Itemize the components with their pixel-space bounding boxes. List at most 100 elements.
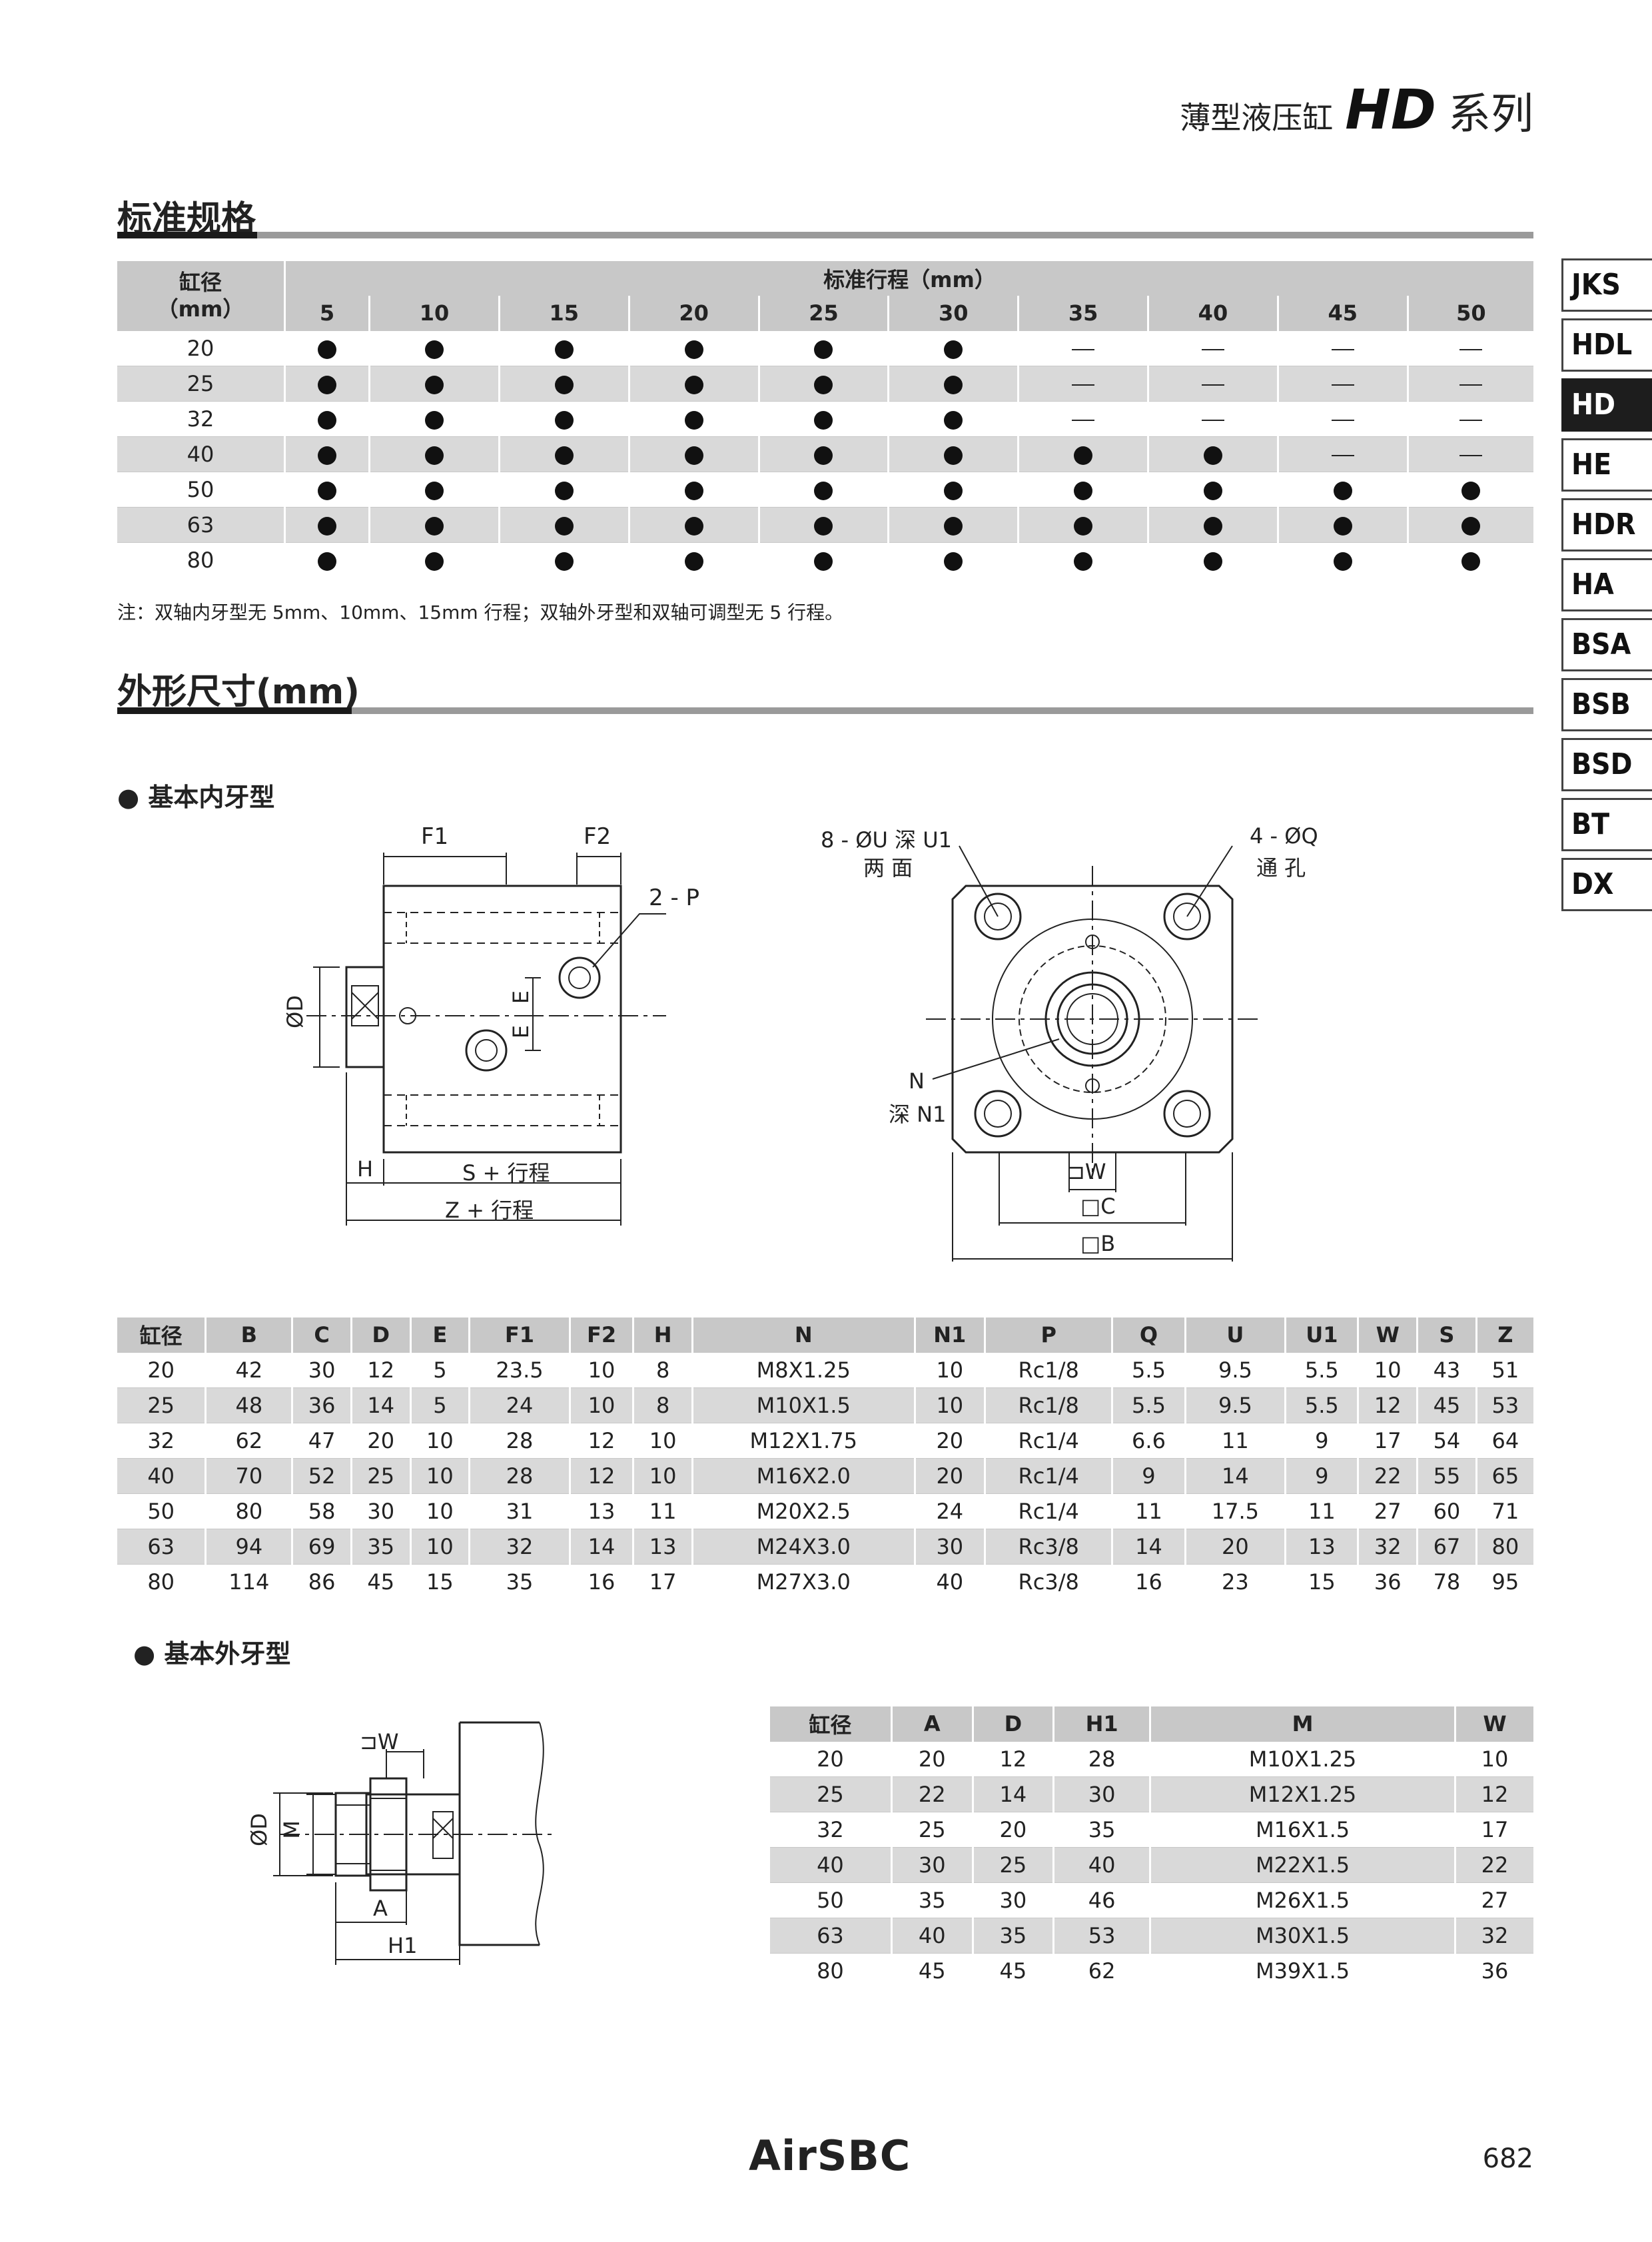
table-cell: 50: [117, 1493, 206, 1529]
available-dot: [1406, 507, 1533, 543]
table-cell: 95: [1475, 1564, 1533, 1599]
bore-cell: 40: [117, 436, 285, 472]
dash-icon: [1072, 384, 1095, 386]
sidebar-tab-hdl[interactable]: HDL: [1561, 318, 1652, 372]
stroke-col-header: 20: [627, 296, 759, 331]
dim-s-stroke: S + 行程: [462, 1160, 550, 1186]
table-cell: 27: [1453, 1882, 1533, 1918]
dim-f2: F2: [584, 823, 612, 850]
dot-icon: [684, 552, 703, 571]
available-dot: [757, 472, 889, 508]
dash-icon: [1459, 349, 1483, 350]
wrench-icon: ⊐: [360, 1729, 378, 1754]
table-cell: 30: [1052, 1776, 1150, 1812]
wrench-icon: ⊐: [1067, 1159, 1085, 1184]
subhead-internal-thread-label: 基本内牙型: [148, 783, 275, 812]
table-cell: 10: [409, 1458, 470, 1494]
subhead-external-thread-label: 基本外牙型: [164, 1639, 291, 1669]
table-cell: 31: [468, 1493, 570, 1529]
dim-e-lower: E: [508, 1024, 534, 1039]
table-cell: 80: [770, 1953, 892, 1988]
column-header: F1: [468, 1317, 570, 1353]
available-dot: [283, 366, 370, 402]
dim-d: ØD: [282, 995, 308, 1028]
dot-icon: [814, 411, 833, 430]
column-header: B: [205, 1317, 292, 1353]
table-cell: 45: [350, 1564, 411, 1599]
dash-icon: [1201, 420, 1224, 421]
dot-icon: [318, 517, 337, 536]
column-header: C: [291, 1317, 352, 1353]
table-cell: M22X1.5: [1149, 1847, 1455, 1883]
available-dot: [627, 436, 759, 472]
column-header: E: [409, 1317, 470, 1353]
available-dot: [627, 366, 759, 402]
available-dot: [498, 436, 629, 472]
sidebar-tab-bsd[interactable]: BSD: [1561, 738, 1652, 791]
table-cell: 9.5: [1184, 1387, 1286, 1423]
table-cell: Rc1/8: [984, 1387, 1112, 1423]
table-cell: 63: [117, 1529, 206, 1565]
available-dot: [627, 330, 759, 366]
table-cell: 23.5: [468, 1352, 570, 1388]
available-dot: [627, 542, 759, 577]
table-cell: 40: [890, 1918, 973, 1954]
unavailable-dash: [1147, 330, 1278, 366]
table-cell: 52: [291, 1458, 352, 1494]
sidebar-tab-bsb[interactable]: BSB: [1561, 678, 1652, 731]
table-cell: Rc1/4: [984, 1493, 1112, 1529]
sidebar-tab-bsa[interactable]: BSA: [1561, 618, 1652, 671]
stroke-note: 注：双轴内牙型无 5mm、10mm、15mm 行程；双轴外牙型和双轴可调型无 5…: [117, 601, 844, 623]
dot-icon: [554, 340, 574, 359]
table-cell: 55: [1416, 1458, 1477, 1494]
sidebar-tab-jks[interactable]: JKS: [1561, 258, 1652, 312]
available-dot: [368, 507, 500, 543]
table-cell: 32: [770, 1812, 892, 1848]
available-dot: [283, 436, 370, 472]
table-cell: 71: [1475, 1493, 1533, 1529]
table-cell: 32: [1357, 1529, 1418, 1565]
table-cell: 46: [1052, 1882, 1150, 1918]
available-dot: [498, 507, 629, 543]
label-m: M: [278, 1820, 304, 1839]
dot-icon: [554, 376, 574, 394]
dot-icon: [814, 552, 833, 571]
bore-cell: 50: [117, 472, 285, 508]
sidebar-tab-dx[interactable]: DX: [1561, 858, 1652, 911]
table-cell: 11: [1284, 1493, 1358, 1529]
column-header: H: [632, 1317, 693, 1353]
sidebar-tab-bt[interactable]: BT: [1561, 798, 1652, 851]
label-n1: 深 N1: [889, 1102, 947, 1127]
header-series: 系列: [1448, 90, 1533, 139]
label-h1: H1: [388, 1933, 418, 1958]
available-dot: [757, 436, 889, 472]
available-dot: [1276, 542, 1408, 577]
dot-icon: [944, 552, 963, 571]
table-cell: 24: [468, 1387, 570, 1423]
sidebar-tab-hdr[interactable]: HDR: [1561, 498, 1652, 552]
sidebar-tab-he[interactable]: HE: [1561, 438, 1652, 492]
available-dot: [627, 507, 759, 543]
sidebar-tab-ha[interactable]: HA: [1561, 558, 1652, 611]
dash-icon: [1459, 455, 1483, 456]
unavailable-dash: [1406, 401, 1533, 437]
table-cell: M39X1.5: [1149, 1953, 1455, 1988]
sidebar-tab-hd[interactable]: HD: [1561, 378, 1652, 432]
table-cell: 14: [1111, 1529, 1186, 1565]
table-cell: 11: [1184, 1423, 1286, 1459]
dot-icon: [814, 376, 833, 394]
table-cell: M26X1.5: [1149, 1882, 1455, 1918]
dot-icon: [1074, 482, 1093, 500]
bore-cell: 80: [117, 542, 285, 577]
table-cell: M16X2.0: [691, 1458, 915, 1494]
table-cell: 35: [971, 1918, 1054, 1954]
unavailable-dash: [1017, 366, 1148, 402]
available-dot: [887, 507, 1019, 543]
table-cell: 80: [205, 1493, 292, 1529]
table-cell: 25: [971, 1847, 1054, 1883]
dot-icon: [944, 446, 963, 465]
available-dot: [368, 366, 500, 402]
table-cell: 58: [291, 1493, 352, 1529]
